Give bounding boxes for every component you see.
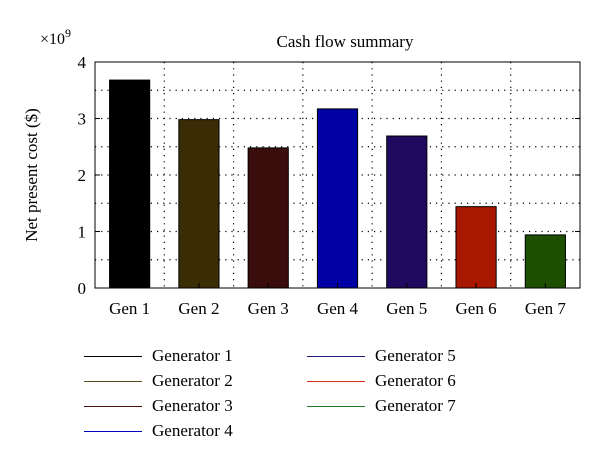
legend-item: Generator 5 xyxy=(307,344,456,368)
legend-swatch xyxy=(307,405,365,407)
bar-chart: Cash flow summary ×109 Net present cost … xyxy=(22,26,581,318)
legend-swatch xyxy=(84,405,142,407)
y-tick-label: 1 xyxy=(78,223,87,242)
legend-item: Generator 7 xyxy=(307,394,456,418)
legend-label: Generator 4 xyxy=(152,421,233,440)
legend-label: Generator 6 xyxy=(375,371,456,390)
y-ticks: 0 1 2 3 4 xyxy=(78,53,580,298)
x-tick-label: Gen 4 xyxy=(317,299,359,318)
legend-swatch xyxy=(307,380,365,382)
bar-3 xyxy=(247,147,289,289)
legend-item: Generator 1 xyxy=(84,344,233,368)
bar-4 xyxy=(316,108,359,289)
x-tick-label: Gen 5 xyxy=(386,299,427,318)
bars xyxy=(109,79,566,289)
y-scale-exponent: 9 xyxy=(65,26,71,40)
legend-item: Generator 4 xyxy=(84,419,233,443)
legend-swatch xyxy=(84,430,142,432)
legend-label: Generator 3 xyxy=(152,396,233,415)
legend-item: Generator 3 xyxy=(84,394,233,418)
x-ticks: Gen 1 Gen 2 Gen 3 Gen 4 Gen 5 Gen 6 Gen 7 xyxy=(109,283,566,318)
y-axis-label: Net present cost ($) xyxy=(22,108,41,242)
legend-label: Generator 2 xyxy=(152,371,233,390)
legend-label: Generator 5 xyxy=(375,346,456,365)
x-tick-label: Gen 6 xyxy=(456,299,497,318)
bar-1 xyxy=(109,79,151,289)
chart-title: Cash flow summary xyxy=(277,32,414,51)
x-tick-label: Gen 7 xyxy=(525,299,567,318)
y-tick-label: 4 xyxy=(78,53,87,72)
bar-6 xyxy=(455,206,497,289)
x-tick-label: Gen 2 xyxy=(178,299,219,318)
legend-swatch xyxy=(84,380,142,382)
legend-swatch xyxy=(307,355,365,357)
legend-label: Generator 7 xyxy=(375,396,456,415)
legend-item: Generator 6 xyxy=(307,369,456,393)
x-tick-label: Gen 3 xyxy=(248,299,289,318)
bar-2 xyxy=(178,119,220,289)
legend-swatch xyxy=(84,355,142,357)
legend-item: Generator 2 xyxy=(84,369,233,393)
legend-label: Generator 1 xyxy=(152,346,233,365)
bar-7 xyxy=(524,234,566,289)
y-tick-label: 3 xyxy=(78,110,87,129)
y-scale-label: ×109 xyxy=(40,26,71,48)
bar-5 xyxy=(386,135,428,289)
y-tick-label: 2 xyxy=(78,166,87,185)
x-tick-label: Gen 1 xyxy=(109,299,150,318)
y-scale-base: ×10 xyxy=(40,31,65,48)
y-tick-label: 0 xyxy=(78,279,87,298)
